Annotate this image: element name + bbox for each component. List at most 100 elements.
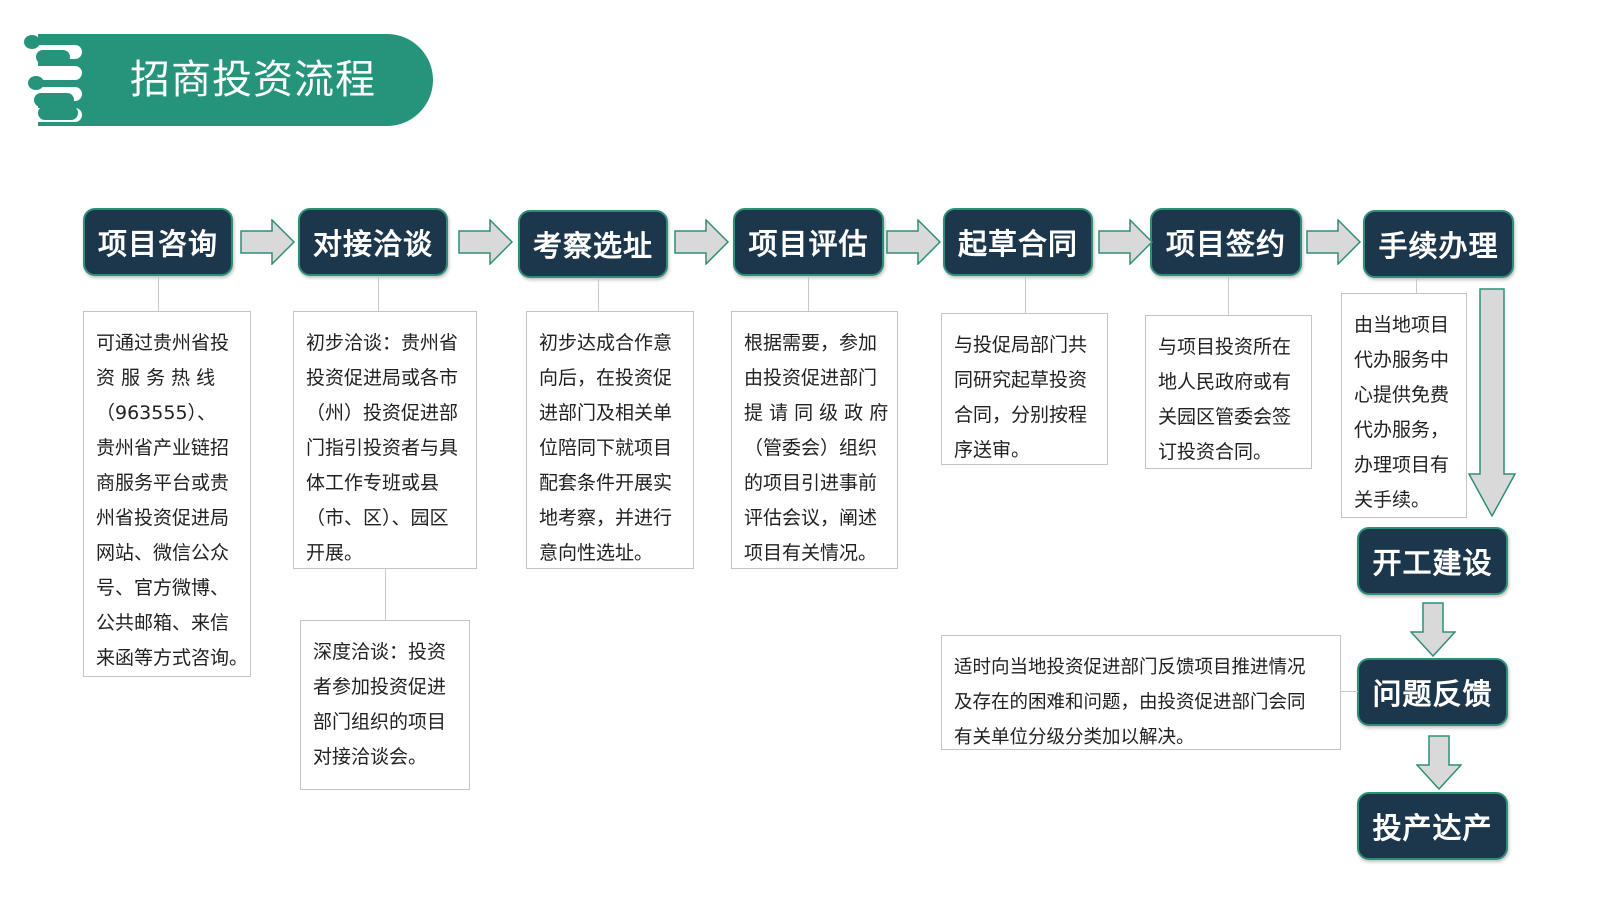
note-line: 门指引投资者与具 [306, 437, 459, 459]
step-production: 投产达产 [1357, 792, 1508, 860]
note-line: 资 服 务 热 线 [96, 367, 216, 389]
step-label: 起草合同 [957, 227, 1078, 261]
connector-line [598, 278, 599, 312]
note-line: 网站、微信公众 [96, 542, 230, 564]
note-consult: 可通过贵州省投 资 服 务 热 线 （963555）、 贵州省产业链招 商服务平… [83, 311, 251, 677]
note-line: 公共邮箱、来信 [96, 612, 230, 634]
note-draft-contract: 与投促局部门共 同研究起草投资 合同，分别按程 序送审。 [941, 313, 1108, 465]
note-line: 初步洽谈：贵州省 [306, 332, 459, 354]
note-evaluate: 根据需要，参加 由投资促进部门 提 请 同 级 政 府 （管委会）组织 的项目引… [731, 311, 898, 569]
step-negotiate: 对接洽谈 [298, 208, 448, 276]
note-line: 来函等方式咨询。 [96, 647, 249, 669]
step-label: 对接洽谈 [312, 227, 433, 261]
arrow-right-icon [240, 219, 296, 265]
note-line: 序送审。 [954, 439, 1031, 461]
note-line: 体工作专班或县 [306, 472, 440, 494]
note-line: 位陪同下就项目 [539, 437, 673, 459]
arrow-right-icon [458, 219, 514, 265]
note-line: 地考察，并进行 [539, 507, 673, 529]
note-line: 合同，分别按程 [954, 404, 1088, 426]
connector-line [385, 568, 386, 620]
note-line: 州省投资促进局 [96, 507, 230, 529]
note-negotiate-deep: 深度洽谈：投资 者参加投资促进 部门组织的项目 对接洽谈会。 [300, 620, 470, 790]
note-line: （管委会）组织 [744, 437, 878, 459]
step-label: 手续办理 [1378, 229, 1499, 263]
connector-line [1340, 691, 1358, 692]
connector-line [1228, 276, 1229, 316]
title-banner: 招商投资流程 [38, 34, 433, 126]
step-label: 项目签约 [1165, 227, 1286, 261]
note-line: （963555）、 [96, 402, 217, 424]
step-evaluate: 项目评估 [733, 208, 884, 276]
page-title: 招商投资流程 [130, 57, 376, 103]
step-sign: 项目签约 [1150, 208, 1302, 276]
step-inspect-site: 考察选址 [518, 210, 668, 278]
note-line: （市、区）、园区 [306, 507, 449, 529]
note-line: 开展。 [306, 542, 364, 564]
step-feedback: 问题反馈 [1357, 658, 1508, 726]
arrow-down-icon [1410, 602, 1456, 658]
note-line: 与项目投资所在 [1158, 336, 1292, 358]
step-start-construction: 开工建设 [1357, 527, 1508, 595]
note-line: 投资促进局或各市 [306, 367, 459, 389]
note-line: 的项目引进事前 [744, 472, 878, 494]
connector-line [808, 276, 809, 312]
note-procedures: 由当地项目 代办服务中 心提供免费 代办服务， 办理项目有 关手续。 [1341, 293, 1467, 518]
note-line: 由当地项目 [1354, 314, 1450, 336]
step-draft-contract: 起草合同 [943, 208, 1093, 276]
note-line: 及存在的困难和问题，由投资促进部门会同 [954, 692, 1306, 713]
note-line: 号、官方微博、 [96, 577, 230, 599]
note-line: 向后，在投资促 [539, 367, 673, 389]
arrow-right-icon [886, 219, 942, 265]
step-procedures: 手续办理 [1363, 210, 1514, 278]
note-line: 办理项目有 [1354, 454, 1450, 476]
connector-line [158, 276, 159, 312]
note-line: 初步达成合作意 [539, 332, 673, 354]
note-line: 适时向当地投资促进部门反馈项目推进情况 [954, 657, 1306, 678]
note-feedback: 适时向当地投资促进部门反馈项目推进情况 及存在的困难和问题，由投资促进部门会同 … [941, 635, 1341, 750]
note-line: 代办服务， [1354, 419, 1450, 441]
note-line: 提 请 同 级 政 府 [744, 402, 889, 424]
step-label: 项目评估 [748, 227, 869, 261]
step-project-consult: 项目咨询 [83, 208, 233, 276]
note-line: 商服务平台或贵 [96, 472, 230, 494]
note-line: 订投资合同。 [1158, 441, 1273, 463]
note-line: 项目有关情况。 [744, 542, 878, 564]
note-line: 意向性选址。 [539, 542, 654, 564]
note-line: 贵州省产业链招 [96, 437, 230, 459]
note-line: 与投促局部门共 [954, 334, 1088, 356]
step-label: 问题反馈 [1372, 677, 1493, 711]
note-line: 根据需要，参加 [744, 332, 878, 354]
note-line: 代办服务中 [1354, 349, 1450, 371]
note-line: 地人民政府或有 [1158, 371, 1292, 393]
connector-line [1416, 278, 1417, 294]
note-line: 评估会议，阐述 [744, 507, 878, 529]
note-line: 对接洽谈会。 [313, 746, 428, 768]
note-line: 同研究起草投资 [954, 369, 1088, 391]
note-negotiate-initial: 初步洽谈：贵州省 投资促进局或各市 （州）投资促进部 门指引投资者与具 体工作专… [293, 311, 477, 569]
arrow-right-icon [674, 219, 730, 265]
note-line: 心提供免费 [1354, 384, 1450, 406]
note-line: 配套条件开展实 [539, 472, 673, 494]
note-line: （州）投资促进部 [306, 402, 459, 424]
note-line: 关园区管委会签 [1158, 406, 1292, 428]
step-label: 考察选址 [532, 229, 653, 263]
note-line: 深度洽谈：投资 [313, 641, 447, 663]
connector-line [1025, 276, 1026, 314]
note-sign: 与项目投资所在 地人民政府或有 关园区管委会签 订投资合同。 [1145, 315, 1312, 469]
note-line: 进部门及相关单 [539, 402, 673, 424]
note-line: 者参加投资促进 [313, 676, 447, 698]
step-label: 项目咨询 [97, 227, 218, 261]
arrow-right-icon [1306, 219, 1362, 265]
step-label: 投产达产 [1372, 811, 1493, 845]
arrow-right-icon [1098, 219, 1154, 265]
note-line: 由投资促进部门 [744, 367, 878, 389]
arrow-down-long-icon [1468, 288, 1516, 518]
arrow-down-icon [1416, 735, 1462, 791]
note-line: 部门组织的项目 [313, 711, 447, 733]
note-line: 关手续。 [1354, 489, 1431, 511]
note-line: 有关单位分级分类加以解决。 [954, 727, 1195, 748]
step-label: 开工建设 [1372, 546, 1493, 580]
connector-line [378, 276, 379, 312]
note-line: 可通过贵州省投 [96, 332, 230, 354]
